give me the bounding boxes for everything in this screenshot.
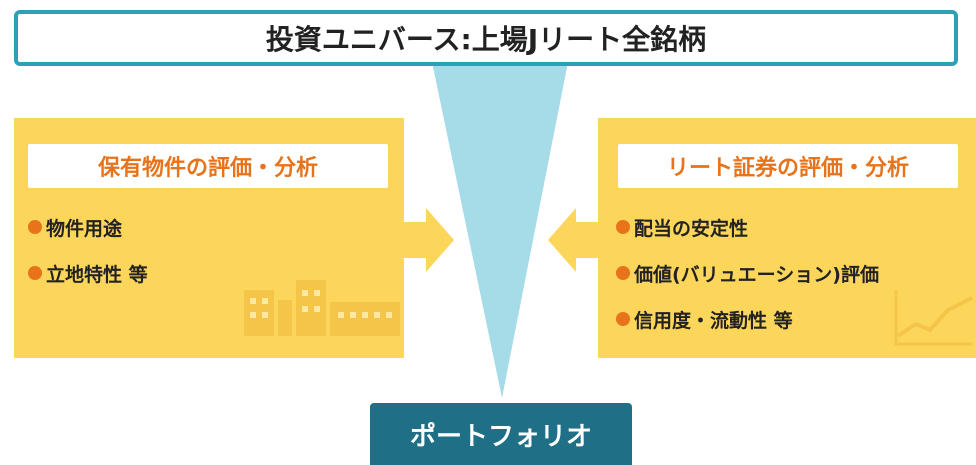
- list-item-label: 配当の安定性: [634, 217, 749, 240]
- arrow-left-icon: [548, 208, 598, 272]
- property-analysis-list: 物件用途 立地特性 等: [28, 214, 148, 306]
- universe-banner: 投資ユニバース:上場Jリート全銘柄: [14, 10, 958, 66]
- bullet-dot-icon: [616, 312, 630, 326]
- bullet-dot-icon: [616, 266, 630, 280]
- buildings-icon: [244, 280, 400, 336]
- line-chart-icon: [894, 290, 973, 346]
- list-item: 配当の安定性: [616, 214, 879, 240]
- list-item: 立地特性 等: [28, 260, 148, 286]
- bullet-dot-icon: [616, 220, 630, 234]
- bullet-dot-icon: [28, 266, 42, 280]
- arrow-right-icon: [404, 208, 454, 272]
- reit-analysis-panel: リート証券の評価・分析 配当の安定性 価値(バリュエーション)評価 信用度・流動…: [598, 118, 976, 358]
- portfolio-box: ポートフォリオ: [370, 403, 632, 465]
- funnel-triangle: [432, 62, 568, 398]
- list-item-label: 物件用途: [46, 217, 123, 240]
- property-analysis-panel: 保有物件の評価・分析 物件用途 立地特性 等: [14, 118, 404, 358]
- list-item: 物件用途: [28, 214, 148, 240]
- banner-title: 投資ユニバース:上場Jリート全銘柄: [265, 23, 707, 56]
- list-item-label: 信用度・流動性 等: [634, 309, 793, 332]
- list-item-label: 立地特性 等: [46, 263, 148, 286]
- reit-analysis-list: 配当の安定性 価値(バリュエーション)評価 信用度・流動性 等: [616, 214, 879, 352]
- list-item-label: 価値(バリュエーション)評価: [634, 263, 879, 286]
- portfolio-label: ポートフォリオ: [409, 421, 592, 452]
- property-analysis-title: 保有物件の評価・分析: [28, 144, 388, 188]
- list-item: 信用度・流動性 等: [616, 306, 879, 332]
- reit-analysis-title: リート証券の評価・分析: [618, 144, 958, 188]
- bullet-dot-icon: [28, 220, 42, 234]
- list-item: 価値(バリュエーション)評価: [616, 260, 879, 286]
